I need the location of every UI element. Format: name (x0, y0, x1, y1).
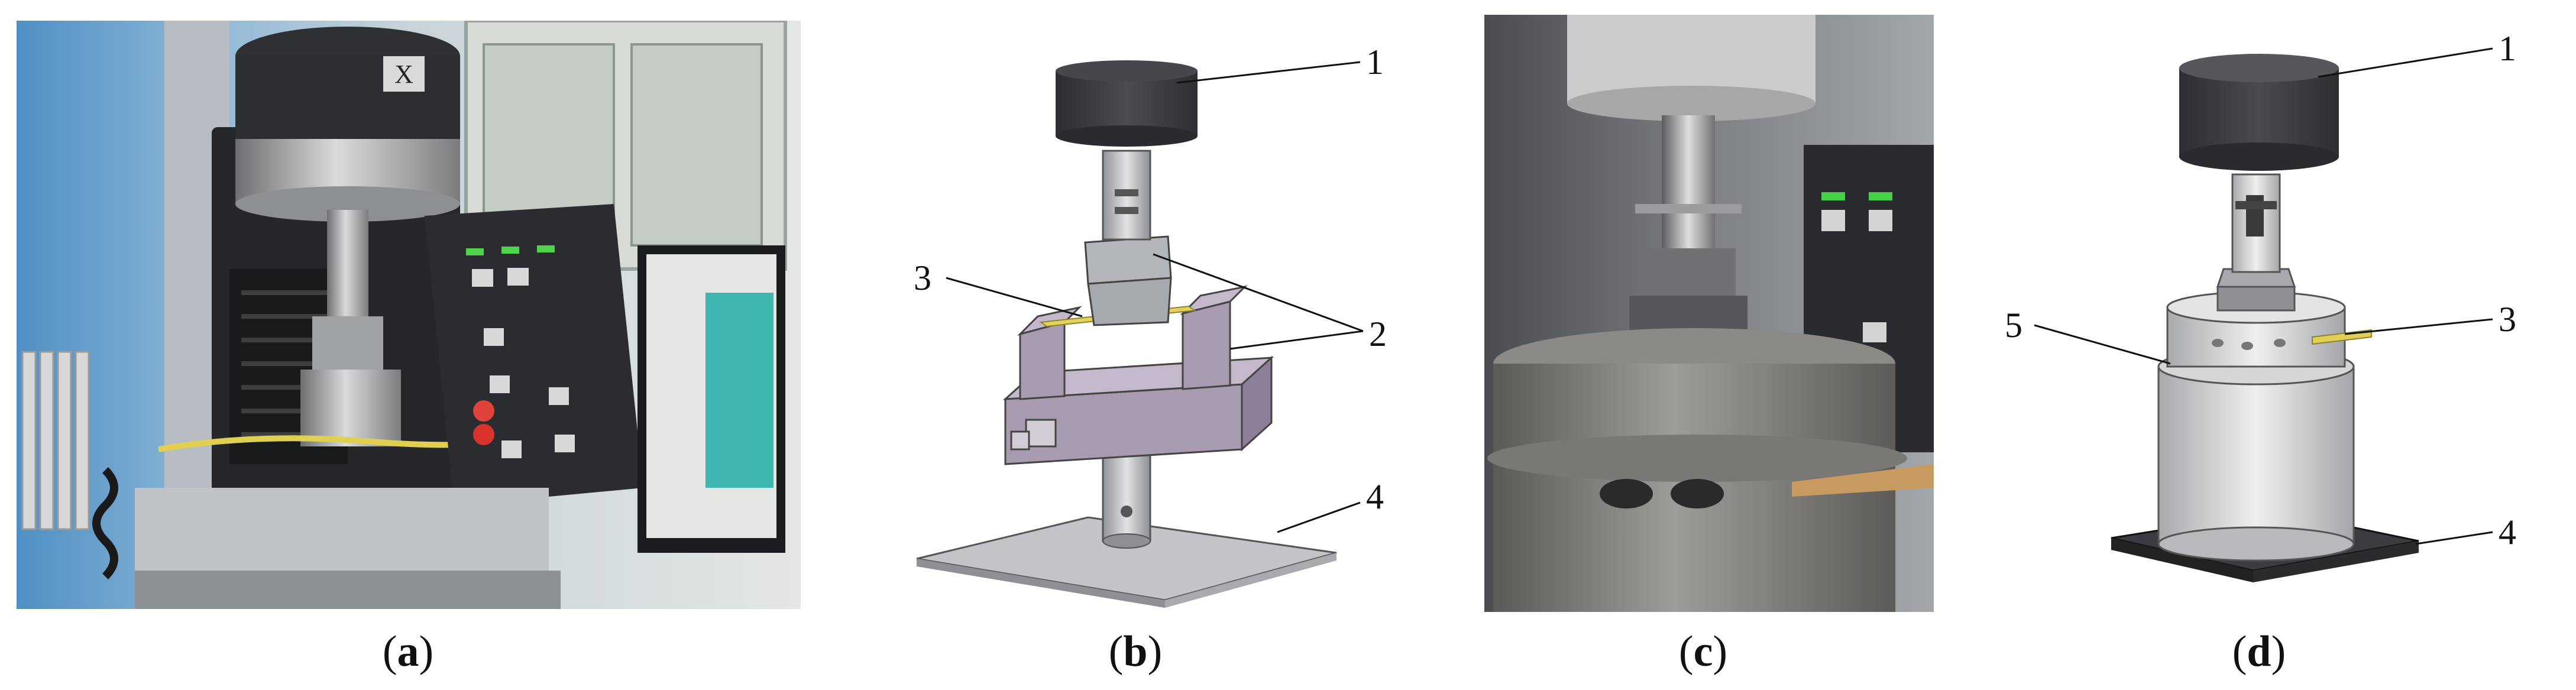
callout-b-1: 1 (1366, 43, 1384, 82)
diagram-b-fixture: 1 2 3 4 (914, 43, 1387, 608)
top-cap-d (2179, 68, 2339, 157)
photo-c-chamber (1484, 15, 1934, 612)
caption-d-letter: d (2247, 627, 2271, 676)
caption-a-letter: a (397, 627, 419, 676)
caption-b-close: ) (1147, 627, 1163, 676)
caption-d-open: ( (2232, 627, 2247, 676)
caption-d: (d) (2200, 627, 2318, 677)
caption-c: (c) (1644, 627, 1762, 677)
svg-text:X: X (394, 60, 413, 89)
upper-grip (1084, 235, 1172, 285)
caption-b-letter: b (1123, 627, 1148, 676)
caption-a-open: ( (382, 627, 397, 676)
photo-c-drawing (1484, 15, 1934, 612)
caption-c-close: ) (1713, 627, 1728, 676)
diagram-d-chamber: 1 3 4 5 (2005, 35, 2516, 582)
callout-b-3: 3 (914, 258, 931, 297)
outer-cylinder (2157, 365, 2355, 545)
photo-a-tensile-machine: X (17, 21, 801, 609)
callout-b-4: 4 (1366, 477, 1384, 516)
caption-b-open: ( (1108, 627, 1124, 676)
caption-c-letter: c (1693, 627, 1713, 676)
callout-d-5: 5 (2005, 306, 2022, 345)
callout-d-1: 1 (2499, 35, 2516, 68)
caption-c-open: ( (1678, 627, 1694, 676)
callout-d-4: 4 (2499, 513, 2516, 552)
caption-d-close: ) (2271, 627, 2286, 676)
caption-b: (b) (1076, 627, 1195, 677)
callout-b-2: 2 (1369, 315, 1387, 354)
caption-a: (a) (349, 627, 467, 677)
top-cap (1056, 71, 1198, 136)
caption-a-close: ) (419, 627, 434, 676)
photo-a-drawing: X (17, 21, 801, 609)
callout-d-3: 3 (2499, 300, 2516, 339)
